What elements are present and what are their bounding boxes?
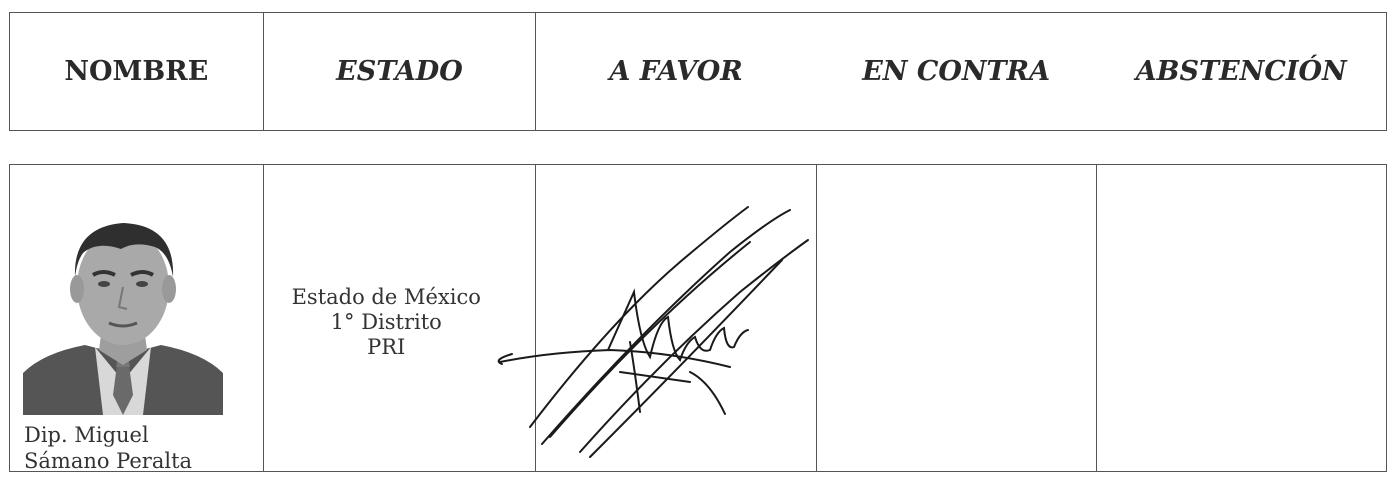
handwritten-signature: [497, 206, 809, 458]
header-a-favor: A FAVOR: [535, 13, 816, 130]
estado-line-1: Estado de México: [291, 285, 481, 309]
deputy-name-line-2: Sámano Peralta: [24, 449, 193, 473]
deputy-photo: [23, 205, 223, 415]
nombre-cell: Dip. Miguel Sámano Peralta: [10, 165, 263, 474]
header-nombre: NOMBRE: [64, 56, 209, 87]
estado-info: Estado de México 1° Distrito PRI: [264, 285, 536, 360]
abstencion-cell: [1096, 165, 1386, 471]
estado-cell: Estado de México 1° Distrito PRI: [262, 165, 536, 471]
estado-line-2: 1° Distrito: [330, 310, 442, 334]
estado-line-3: PRI: [367, 335, 406, 359]
deputy-vote-row: Dip. Miguel Sámano Peralta Estado de Méx…: [9, 164, 1387, 474]
deputy-name: Dip. Miguel Sámano Peralta: [24, 422, 192, 474]
a-favor-cell: [535, 165, 816, 471]
deputy-name-line-1: Dip. Miguel: [24, 423, 149, 447]
vote-table-header: NOMBRE ESTADO A FAVOR EN CONTRA ABSTENCI…: [9, 12, 1387, 131]
header-estado: ESTADO: [262, 13, 536, 130]
en-contra-cell: [815, 165, 1097, 471]
header-en-contra: EN CONTRA: [862, 56, 1051, 87]
header-abstencion: ABSTENCIÓN: [1135, 56, 1347, 87]
